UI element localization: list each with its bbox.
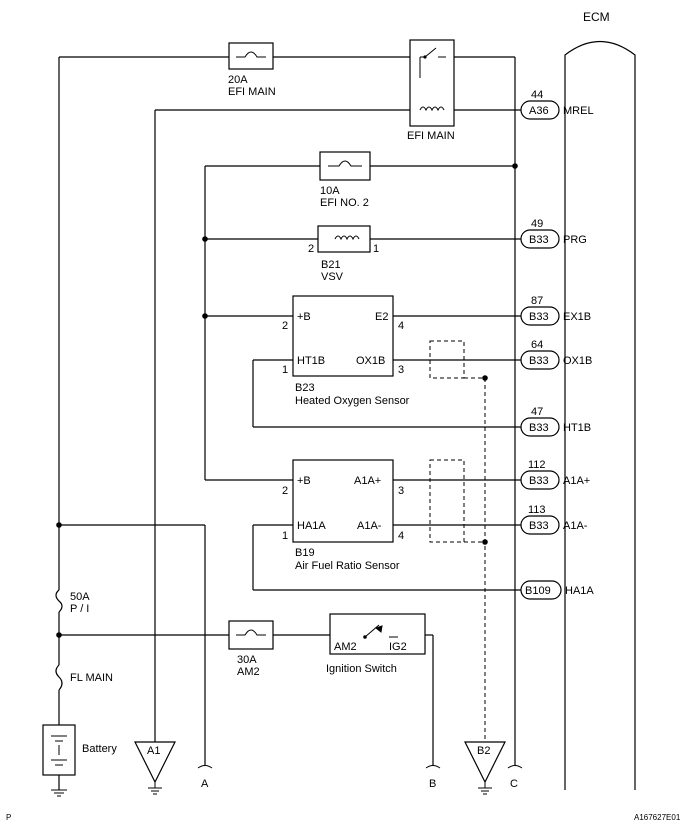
conn-signal: A1A+ [563, 475, 590, 487]
ecm-connector-ex1b: 87 B33 EX1B [520, 295, 591, 326]
ecm-label: ECM [583, 10, 610, 24]
o2-pin-b: 2 [282, 320, 288, 332]
ground-b2: B2 [464, 741, 506, 795]
fl-main-fusible-link: FL MAIN [55, 664, 113, 691]
vsv-pin1: 1 [373, 243, 379, 255]
o2-term-e2: E2 [375, 311, 388, 323]
conn-id: B33 [529, 422, 549, 434]
am2-fuse: 30A AM2 [228, 620, 274, 678]
efi-no2-fuse-rating: 10A [320, 185, 340, 197]
ground-b2-label: B2 [477, 745, 490, 757]
af-term-a1a-minus: A1A- [357, 520, 382, 532]
efi-main-fuse-name: EFI MAIN [228, 86, 276, 98]
conn-signal: PRG [563, 234, 587, 246]
vsv: 2 1 B21 VSV [308, 225, 379, 283]
break-b: B [425, 765, 441, 790]
am2-fuse-name: AM2 [237, 666, 260, 678]
pi-fuse: 50A P / I [55, 589, 90, 615]
af-name: Air Fuel Ratio Sensor [295, 560, 400, 572]
ecm-connector-a1a-minus: 113 B33 A1A- [520, 504, 588, 535]
o2-id: B23 [295, 382, 315, 394]
conn-signal: A1A- [563, 520, 588, 532]
ecm-block: ECM [564, 10, 636, 790]
af-pin-ha1a: 1 [282, 530, 288, 542]
conn-pin: 47 [531, 406, 543, 418]
wiring [56, 56, 525, 790]
conn-signal: EX1B [563, 311, 591, 323]
ground-a1: A1 [134, 741, 176, 795]
conn-id: B33 [529, 475, 549, 487]
break-b-label: B [429, 778, 436, 790]
o2-pin-ox1b: 3 [398, 364, 404, 376]
o2-pin-e2: 4 [398, 320, 404, 332]
af-pin-b: 2 [282, 485, 288, 497]
vsv-name: VSV [321, 271, 344, 283]
conn-signal: MREL [563, 105, 594, 117]
conn-pin: 87 [531, 295, 543, 307]
o2-term-ht1b: HT1B [297, 355, 325, 367]
ground-a1-label: A1 [147, 745, 160, 757]
am2-fuse-rating: 30A [237, 654, 257, 666]
battery: Battery [42, 724, 117, 797]
fl-main-label: FL MAIN [70, 672, 113, 684]
ign-name: Ignition Switch [326, 663, 397, 675]
af-pin-a1a-plus: 3 [398, 485, 404, 497]
conn-pin: 49 [531, 218, 543, 230]
ecm-connector-a1a-plus: 112 B33 A1A+ [520, 459, 590, 490]
af-id: B19 [295, 547, 315, 559]
conn-id: B109 [525, 585, 551, 597]
footer-right: A167627E01 [634, 813, 681, 822]
air-fuel-ratio-sensor: +B A1A+ HA1A A1A- 2 3 1 4 B19 Air Fuel R… [282, 459, 404, 572]
o2-term-ox1b: OX1B [356, 355, 385, 367]
ecm-connector-ha1a: B109 HA1A [520, 580, 594, 600]
ign-ig2-label: IG2 [389, 641, 407, 653]
vsv-id: B21 [321, 259, 341, 271]
efi-no2-fuse: 10A EFI NO. 2 [319, 151, 371, 209]
efi-main-fuse: 20A EFI MAIN [228, 42, 276, 98]
conn-id: A36 [529, 105, 549, 117]
conn-id: B33 [529, 355, 549, 367]
conn-pin: 64 [531, 339, 543, 351]
af-term-b: +B [297, 475, 311, 487]
ecm-connector-mrel: 44 A36 MREL [520, 89, 594, 120]
break-c: C [507, 765, 523, 790]
af-term-ha1a: HA1A [297, 520, 326, 532]
efi-main-fuse-rating: 20A [228, 74, 248, 86]
break-a-label: A [201, 778, 209, 790]
ign-am2-label: AM2 [334, 641, 357, 653]
efi-no2-fuse-name: EFI NO. 2 [320, 197, 369, 209]
conn-pin: 44 [531, 89, 543, 101]
af-term-a1a-plus: A1A+ [354, 475, 381, 487]
heated-oxygen-sensor: +B E2 HT1B OX1B 2 4 1 3 B23 Heated Oxyge… [282, 295, 410, 407]
conn-pin: 113 [528, 504, 546, 516]
af-pin-a1a-minus: 4 [398, 530, 404, 542]
ecm-connector-ox1b: 64 B33 OX1B [520, 339, 592, 370]
break-c-label: C [510, 778, 518, 790]
conn-signal: OX1B [563, 355, 592, 367]
conn-pin: 112 [528, 459, 546, 471]
pi-fuse-name: P / I [70, 603, 89, 615]
footer-left: P [6, 813, 11, 822]
o2-pin-ht1b: 1 [282, 364, 288, 376]
conn-signal: HT1B [563, 422, 591, 434]
pi-fuse-rating: 50A [70, 591, 90, 603]
efi-main-relay: EFI MAIN [407, 39, 455, 142]
battery-label: Battery [82, 743, 117, 755]
relay-label: EFI MAIN [407, 130, 455, 142]
ecm-connector-ht1b: 47 B33 HT1B [520, 406, 591, 437]
ignition-switch: AM2 IG2 Ignition Switch [326, 613, 426, 675]
conn-id: B33 [529, 520, 549, 532]
conn-id: B33 [529, 311, 549, 323]
vsv-pin2: 2 [308, 243, 314, 255]
conn-id: B33 [529, 234, 549, 246]
ecm-connector-prg: 49 B33 PRG [520, 218, 587, 249]
conn-signal: HA1A [565, 585, 594, 597]
break-a: A [197, 765, 213, 790]
o2-name: Heated Oxygen Sensor [295, 395, 410, 407]
o2-term-b: +B [297, 311, 311, 323]
